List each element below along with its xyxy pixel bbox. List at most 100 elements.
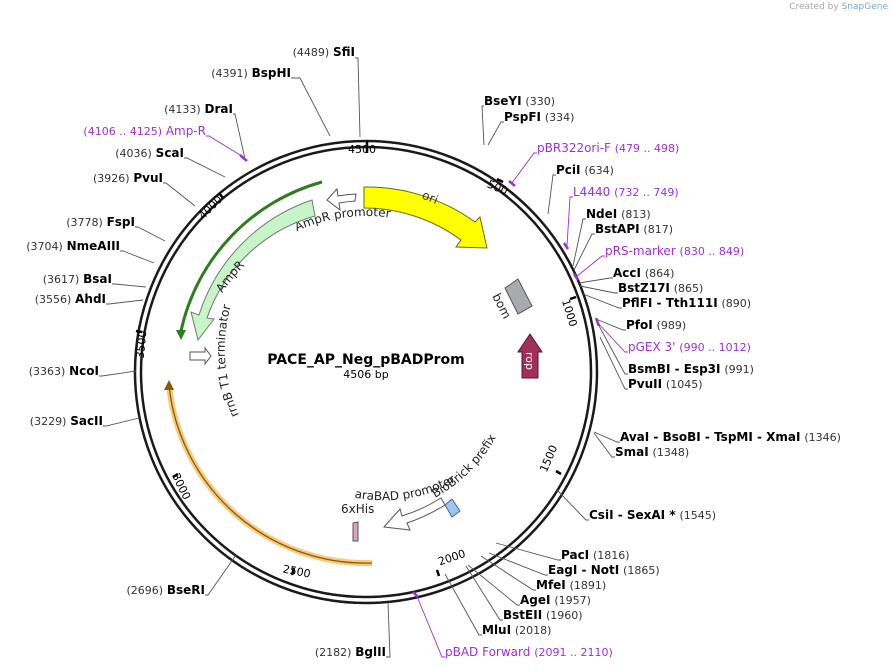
site-label: BstZ17I (865) [618, 281, 703, 295]
site-agei: AgeI (1957) [467, 564, 591, 607]
enzyme-name: BspHI [252, 66, 291, 80]
site-label: MluI (2018) [482, 623, 551, 637]
enzyme-name: BseYI [484, 94, 522, 108]
enzyme-name: XmaI [766, 430, 800, 444]
tick-mark-2000 [435, 569, 441, 577]
site-ncoi: (3363) NcoI [29, 364, 137, 378]
tick-mark-500 [496, 177, 504, 184]
ampr-arrow [190, 199, 316, 342]
site-pbr322ori-f: pBR322ori-F (479 .. 498) [508, 141, 679, 187]
enzyme-name: BglII [355, 645, 386, 659]
enzyme-name: SexAI * [627, 508, 676, 522]
site-separator: - [753, 430, 766, 444]
biobrick-prefix-feature [444, 498, 461, 518]
tick-label-4500: 4500 [348, 143, 376, 156]
site-label: (3778) FspI [66, 215, 135, 229]
site-position: (990 .. 1012) [679, 341, 751, 354]
site-sfii: (4489) SfiI [293, 45, 361, 138]
enzyme-name: FspI [107, 215, 135, 229]
his-tag-label: 6xHis [341, 502, 374, 516]
tick-mark-4000 [218, 192, 224, 199]
site-label: BsmBI - Esp3I (991) [628, 362, 754, 376]
site-label: (3556) AhdI [35, 292, 106, 306]
leader-line [573, 233, 595, 271]
tick-mark-1000 [569, 295, 577, 301]
credit-prefix: Created by [789, 2, 839, 12]
leader-line [578, 277, 613, 284]
site-fspi: (3778) FspI [66, 215, 166, 242]
tick-2000: 2000 [435, 547, 467, 577]
site-label: AvaI - BsoBI - TspMI - XmaI (1346) [620, 430, 841, 444]
site-position: (817) [643, 223, 673, 236]
enzyme-name: SacII [70, 414, 103, 428]
ori-arrow [363, 186, 488, 249]
site-label: (4106 .. 4125) Amp-R [83, 124, 206, 138]
leader-line [291, 77, 331, 137]
enzyme-name: PspFI [504, 110, 541, 124]
primer-marker [412, 591, 419, 598]
site-position: (3363) [29, 365, 66, 378]
site-bseyi: BseYI (330) [481, 94, 555, 146]
site-pfoi: PfoI (989) [595, 318, 686, 332]
enzyme-name: BstZ17I [618, 281, 670, 295]
leader-line [596, 321, 628, 375]
leader-line [355, 57, 361, 138]
site-bstapi: BstAPI (817) [573, 222, 673, 271]
site-position: (3617) [43, 273, 80, 286]
site-label: (4133) DraI [164, 102, 233, 116]
site-position: (2018) [515, 624, 552, 637]
leader-line [556, 489, 589, 521]
leader-line [135, 226, 166, 242]
site-smai: SmaI (1348) [593, 432, 690, 459]
primer-name: pBAD Forward [445, 645, 530, 659]
primer-marker [572, 273, 580, 281]
site-sacii: (3229) SacII [30, 414, 140, 428]
site-label: BseYI (330) [484, 94, 555, 108]
tick-3500: 3500 [134, 329, 150, 359]
enzyme-name: BsoBI [663, 430, 701, 444]
tick-mark-3000 [172, 472, 179, 479]
tick-mark-1500 [555, 469, 562, 476]
primer-name: pBR322ori-F [537, 141, 611, 155]
site-separator: - [614, 508, 627, 522]
site-mlui: MluI (2018) [444, 573, 551, 637]
site-label: (3704) NmeAIII [26, 239, 120, 253]
site-position: (1348) [653, 446, 690, 459]
site-separator: - [577, 563, 590, 577]
leader-line [511, 152, 537, 184]
site-label: pBR322ori-F (479 .. 498) [537, 141, 679, 155]
leader-line [487, 121, 504, 146]
enzyme-name: NotI [591, 563, 620, 577]
tick-label-3500: 3500 [134, 330, 150, 359]
site-label: PacI (1816) [561, 548, 630, 562]
site-position: (479 .. 498) [615, 142, 680, 155]
site-pgex-3: pGEX 3' (990 .. 1012) [594, 317, 751, 354]
enzyme-name: MluI [482, 623, 511, 637]
site-separator: - [652, 296, 665, 310]
tick-label-4000: 4000 [196, 193, 225, 222]
site-label: (3229) SacII [30, 414, 103, 428]
site-bstz17i: BstZ17I (865) [579, 281, 703, 295]
leader-line [480, 555, 536, 591]
site-position: (4036) [115, 147, 152, 160]
tick-1500: 1500 [537, 443, 562, 476]
primer-marker [562, 242, 570, 250]
site-position: (3229) [30, 415, 67, 428]
leader-line [593, 432, 615, 458]
site-position: (1346) [804, 431, 841, 444]
leader-line [205, 554, 237, 596]
leader-line [579, 285, 618, 294]
snapgene-brand: SnapGene [841, 2, 888, 12]
enzyme-name: PacI [561, 548, 589, 562]
site-position: (1957) [554, 594, 591, 607]
tick-label-1000: 1000 [559, 298, 580, 329]
rrnb-terminator-label: rrnB T1 terminator [214, 303, 242, 420]
site-position: (3926) [93, 172, 130, 185]
enzyme-name: AccI [613, 266, 641, 280]
enzyme-name: NmeAIII [67, 239, 120, 253]
site-pflfi-tth111i: PflFI - Tth111I (890) [582, 293, 751, 310]
site-position: (3778) [66, 216, 103, 229]
enzyme-name: NcoI [69, 364, 99, 378]
site-label: AgeI (1957) [520, 593, 591, 607]
site-position: (4106 .. 4125) [83, 125, 162, 138]
